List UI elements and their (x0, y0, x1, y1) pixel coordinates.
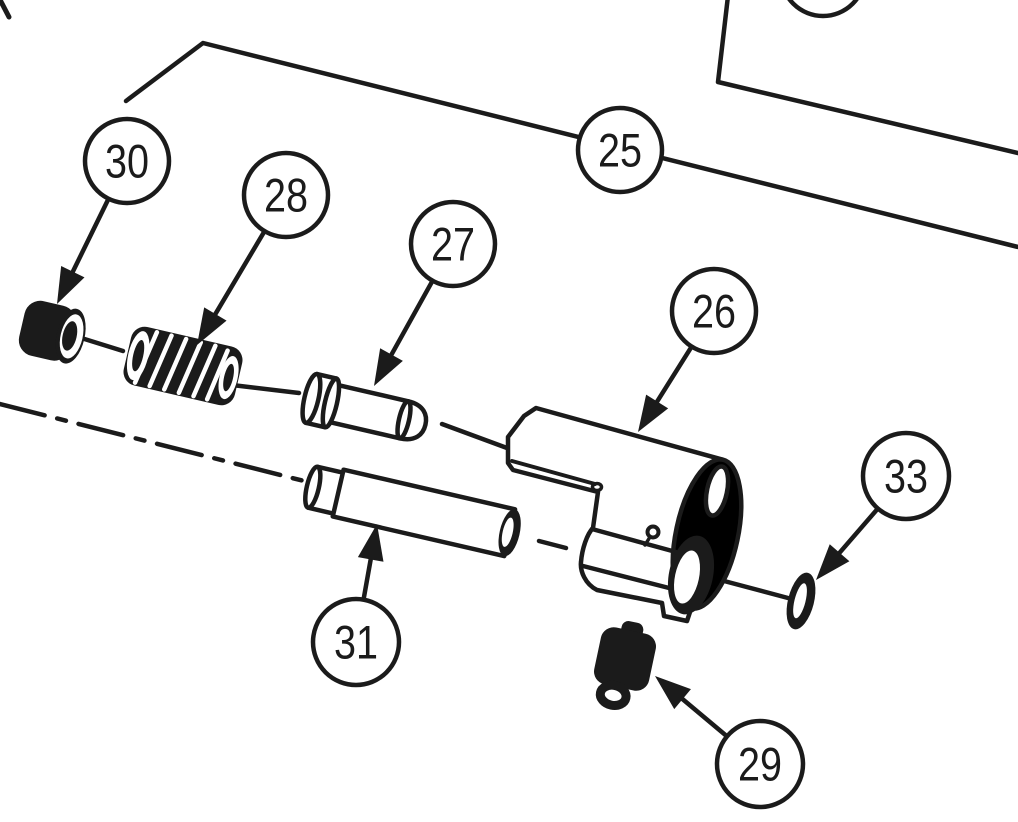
partial-callout-circle (787, 0, 859, 19)
callout-28-circle (241, 150, 331, 240)
callout-28-leader (209, 228, 267, 324)
callout-26-leader (650, 344, 694, 411)
callout-26-arrowhead (638, 394, 669, 432)
callout-31-leader (361, 549, 375, 602)
axis-segment-spring-plunger (229, 382, 302, 396)
callout-31-circle (310, 596, 402, 688)
callout-33-leader (832, 506, 881, 562)
callout-25-circle (575, 105, 665, 195)
callout-25-number: 25 (598, 124, 642, 177)
callout-33-arrowhead (816, 544, 850, 580)
callout-26-circle (669, 266, 759, 356)
callout-27-leader (385, 278, 435, 364)
part-29-knob (594, 621, 656, 710)
callout-29-leader (674, 691, 730, 739)
part-30-end-cap (18, 300, 86, 364)
callout-30-circle (82, 116, 172, 206)
callouts: 25 26 27 28 29 30 31 33 (57, 105, 952, 810)
callout-30-arrowhead (57, 265, 85, 304)
callout-29-circle (714, 718, 806, 810)
callout-33-circle (860, 430, 952, 522)
callout-31-number: 31 (334, 616, 378, 669)
centerline-dash-at-body (536, 538, 569, 551)
panel-edge-lines (715, 0, 1018, 156)
callout-25-leader-line (123, 40, 1018, 250)
part-31-pin (303, 464, 521, 559)
callout-28-arrowhead (197, 307, 227, 345)
callout-27-number: 27 (431, 218, 475, 271)
callout-29-number: 29 (738, 738, 782, 791)
callout-30-leader (67, 196, 111, 282)
axis-segment-plunger-body (439, 421, 510, 451)
callout-26-number: 26 (692, 285, 736, 338)
callout-33-number: 33 (884, 450, 928, 503)
part-28-spring (123, 326, 243, 406)
knob-ring (595, 680, 631, 710)
part-27-plunger (300, 371, 429, 442)
callout-27-circle (408, 199, 498, 289)
corner-line-fragment (0, 0, 12, 20)
callout-30-number: 30 (105, 135, 149, 188)
centerline-dashdot (0, 401, 311, 485)
upper-port-hole (703, 464, 731, 518)
detent-hole-detail (645, 524, 661, 540)
callout-31-arrowhead (357, 524, 384, 562)
callout-29-arrowhead (655, 676, 691, 710)
callout-28-number: 28 (264, 169, 308, 222)
callout-27-arrowhead (374, 348, 403, 386)
part-26-housing-body (505, 405, 744, 624)
part-33-oring (786, 572, 816, 630)
